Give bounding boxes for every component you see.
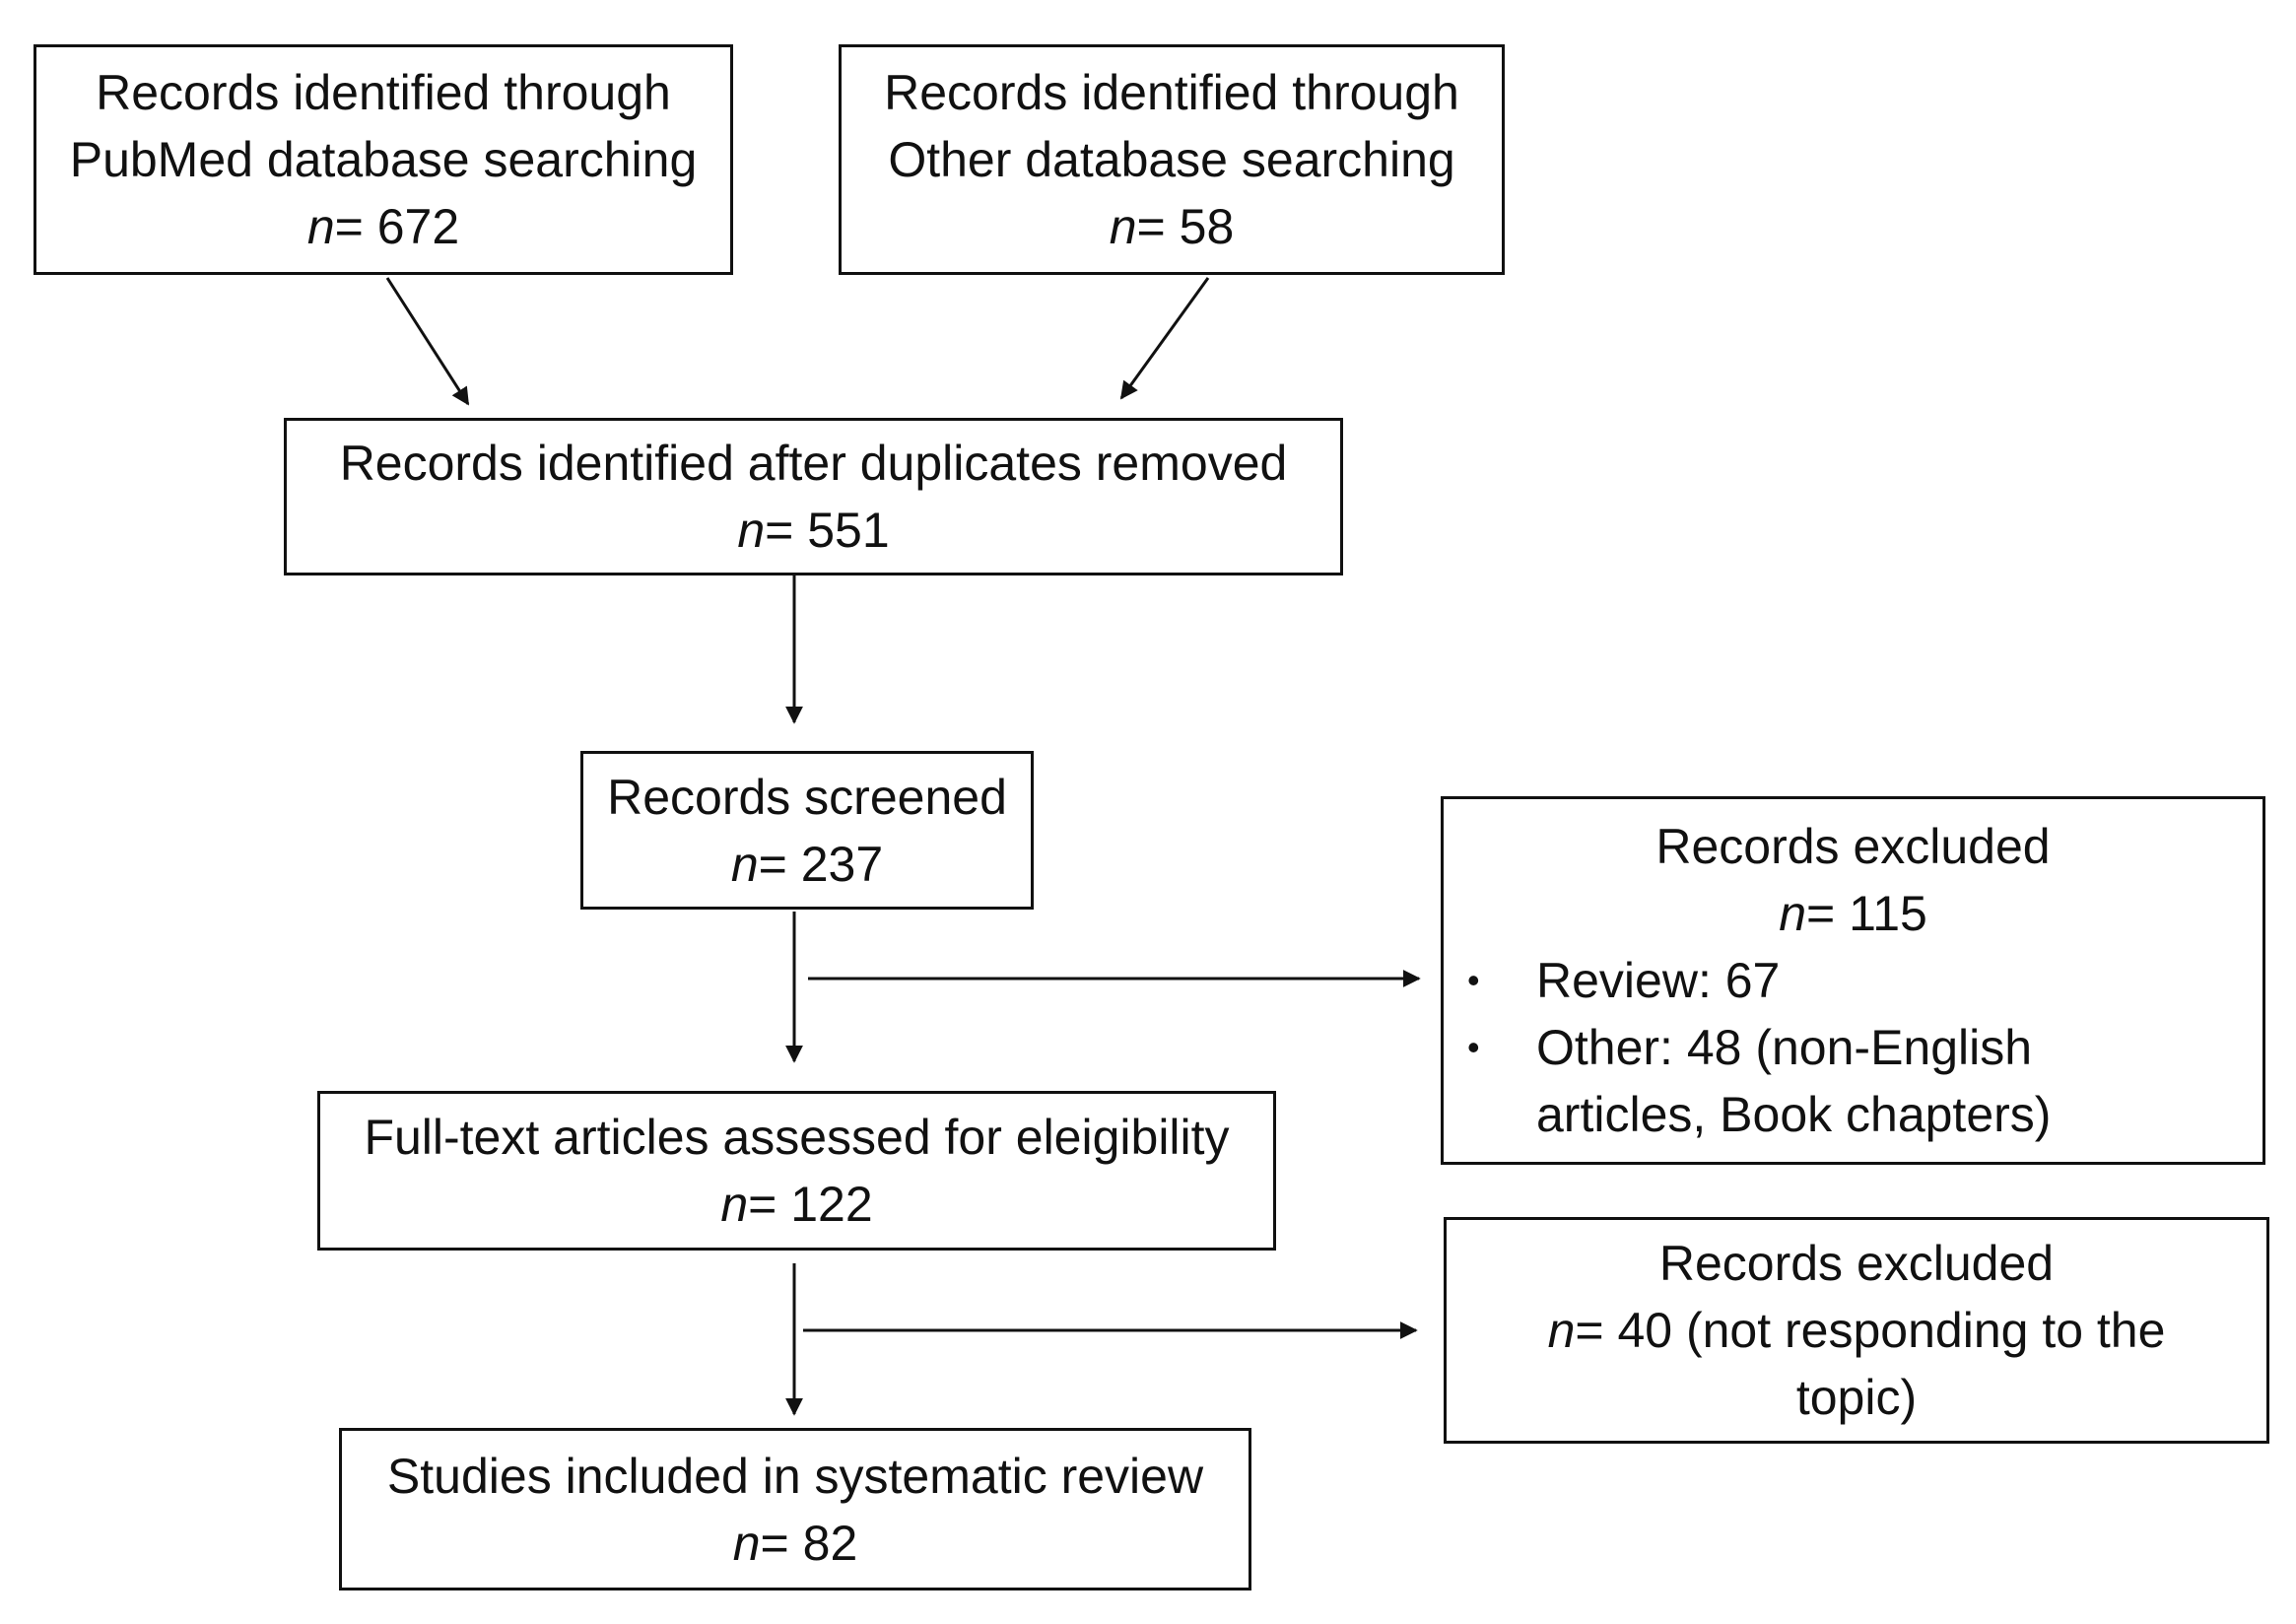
- n-label: n: [737, 503, 766, 558]
- included-box: Studies included in systematic review n=…: [339, 1428, 1251, 1590]
- pubmed-line-2: PubMed database searching: [69, 132, 698, 187]
- n-label: n: [730, 836, 759, 892]
- n-label: n: [1547, 1303, 1576, 1358]
- pubmed-line-1: Records identified through: [96, 65, 671, 120]
- n-label: n: [1109, 199, 1137, 254]
- excluded-2-box: Records excluded n= 40 (not responding t…: [1444, 1217, 2269, 1444]
- n-label: n: [306, 199, 335, 254]
- excluded-1-reason-other-line-1: Other: 48 (non-English: [1536, 1020, 2033, 1075]
- pubmed-count: n= 672: [307, 193, 459, 260]
- excluded-1-reason-review: Review: 67: [1467, 947, 2262, 1014]
- other-db-count-value: = 58: [1136, 199, 1235, 254]
- after-duplicates-count: n= 551: [737, 497, 889, 564]
- excluded-2-line-3: topic): [1795, 1370, 1918, 1425]
- excluded-2-line-1: Records excluded: [1658, 1236, 2055, 1291]
- excluded-1-reasons: Review: 67 Other: 48 (non-English article…: [1444, 947, 2262, 1148]
- full-text-count-value: = 122: [748, 1177, 873, 1232]
- full-text-line-1: Full-text articles assessed for eleigibi…: [364, 1110, 1230, 1165]
- excluded-2-count: n= 40 (not responding to the: [1548, 1297, 2166, 1364]
- screened-box: Records screened n= 237: [580, 751, 1034, 910]
- after-duplicates-line-1: Records identified after duplicates remo…: [339, 436, 1288, 491]
- excluded-2-count-value: = 40 (not responding to the: [1575, 1303, 2166, 1358]
- full-text-box: Full-text articles assessed for eleigibi…: [317, 1091, 1276, 1251]
- excluded-1-reason-other: Other: 48 (non-English articles, Book cha…: [1467, 1014, 2262, 1148]
- arrow-other-to-dedup: [1119, 277, 1210, 400]
- excluded-1-count-value: = 115: [1806, 886, 1927, 941]
- other-db-line-1: Records identified through: [884, 65, 1459, 120]
- excluded-1-line-1: Records excluded: [1655, 819, 2051, 874]
- after-duplicates-box: Records identified after duplicates remo…: [284, 418, 1343, 575]
- included-count: n= 82: [733, 1510, 858, 1577]
- excluded-1-count: n= 115: [1444, 880, 2262, 947]
- included-line-1: Studies included in systematic review: [386, 1448, 1204, 1504]
- after-duplicates-count-value: = 551: [765, 503, 890, 558]
- excluded-1-box: Records excluded n= 115 Review: 67 Other…: [1441, 796, 2265, 1165]
- full-text-count: n= 122: [720, 1171, 872, 1238]
- included-count-value: = 82: [760, 1515, 858, 1571]
- screened-count-value: = 237: [758, 836, 884, 892]
- pubmed-records-box: Records identified through PubMed databa…: [34, 44, 733, 275]
- n-label: n: [732, 1515, 761, 1571]
- other-db-records-box: Records identified through Other databas…: [839, 44, 1505, 275]
- arrow-pubmed-to-dedup: [385, 277, 470, 406]
- other-db-line-2: Other database searching: [888, 132, 1455, 187]
- n-label: n: [720, 1177, 749, 1232]
- pubmed-count-value: = 672: [334, 199, 460, 254]
- excluded-1-reason-other-line-2: articles, Book chapters): [1536, 1087, 2052, 1142]
- n-label: n: [1779, 886, 1806, 941]
- other-db-count: n= 58: [1110, 193, 1235, 260]
- screened-count: n= 237: [731, 831, 883, 898]
- screened-line-1: Records screened: [607, 769, 1007, 825]
